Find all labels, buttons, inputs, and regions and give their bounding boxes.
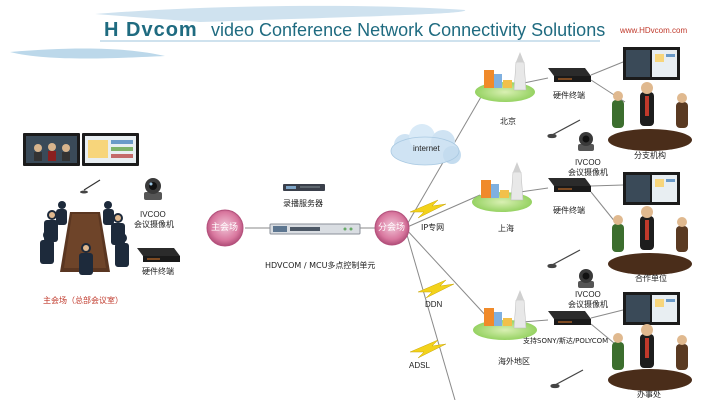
right-camera-icons — [578, 132, 594, 288]
city-label-shanghai: 上海 — [498, 224, 514, 233]
branch-hub — [374, 210, 410, 246]
right-camera-1-label-1: IVCOO — [575, 158, 601, 167]
internet-label: internet — [413, 144, 440, 153]
mcu-device-icon — [269, 223, 361, 235]
page-title: video Conference Network Connectivity So… — [211, 20, 606, 40]
website-url: www.HDvcom.com — [620, 26, 688, 35]
city-island-shanghai — [472, 162, 532, 212]
recorder-server-label: 录播服务器 — [283, 199, 323, 208]
right-terminal-icons — [548, 68, 591, 325]
brand-logo-text: H Dvcom — [104, 19, 198, 41]
right-monitors — [623, 47, 680, 325]
ip-network-label: IP专网 — [421, 223, 445, 232]
right-camera-2-label-2: 会议摄像机 — [568, 300, 608, 309]
main-hall-monitors — [23, 133, 139, 166]
ddn-label: DDN — [425, 300, 443, 309]
city-label-beijing: 北京 — [500, 117, 516, 126]
branch-office-label: 分支机构 — [634, 151, 666, 160]
city-island-beijing — [475, 52, 535, 102]
internet-cloud-icon — [390, 124, 461, 166]
main-hall-hub-label: 主会场 — [211, 223, 239, 233]
mcu-label: HDVCOM / MCU多点控制单元 — [265, 261, 376, 270]
city-island-overseas — [473, 290, 537, 340]
branch-hub-label: 分会场 — [378, 223, 406, 233]
recorder-server-icon — [283, 184, 325, 191]
left-camera-label-2: 会议摄像机 — [134, 220, 174, 229]
header-swoosh-top — [95, 5, 466, 22]
right-terminal-label-1: 硬件终端 — [553, 91, 585, 100]
supported-brands-label: 支持SONY/斯达/POLYCOM — [523, 337, 609, 345]
adsl-label: ADSL — [409, 361, 430, 370]
left-camera-icon — [144, 178, 162, 200]
right-camera-1-label-2: 会议摄像机 — [568, 168, 608, 177]
partner-label: 合作单位 — [635, 274, 667, 283]
branch-meeting-tables — [608, 82, 692, 391]
left-terminal-icon — [137, 248, 180, 262]
right-terminal-label-2: 硬件终端 — [553, 206, 585, 215]
left-terminal-label: 硬件终端 — [142, 267, 174, 276]
lightning-bolt-icons — [409, 199, 455, 359]
main-hall-hub — [206, 209, 244, 247]
city-label-overseas: 海外地区 — [498, 357, 530, 366]
main-room-label: 主会场（总部会议室） — [43, 296, 123, 305]
office-label: 办事处 — [637, 390, 661, 399]
right-camera-2-label-1: IVCOO — [575, 290, 601, 299]
header-swoosh-bottom — [10, 48, 165, 59]
left-camera-label-1: IVCOO — [140, 210, 166, 219]
main-hall-conference-room — [40, 179, 129, 275]
microphone-icons — [547, 119, 584, 389]
